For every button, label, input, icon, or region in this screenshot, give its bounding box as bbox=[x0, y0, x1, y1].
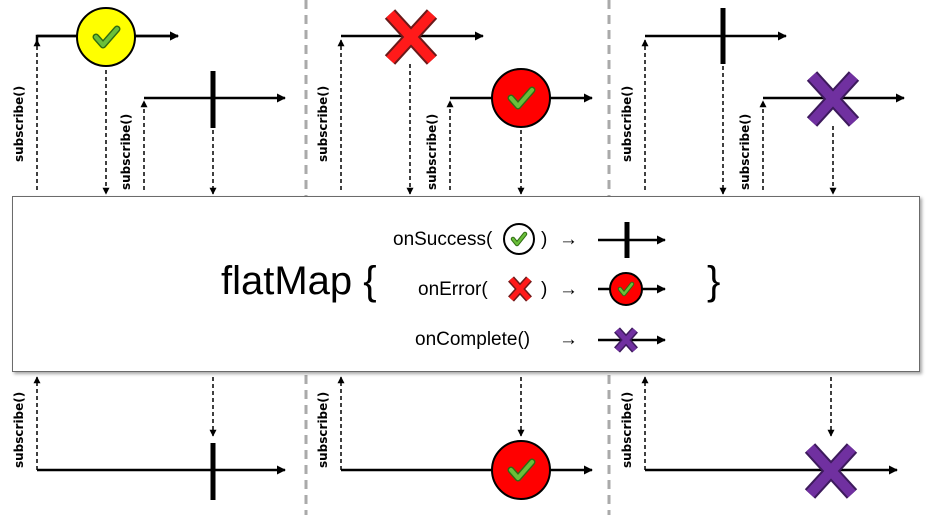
subscribe-label: subscribe() bbox=[12, 392, 26, 468]
subscribe-label: subscribe() bbox=[425, 114, 439, 190]
on-error-label: onError( bbox=[418, 279, 488, 300]
on-success-label: onSuccess( bbox=[393, 229, 493, 250]
red-x-icon bbox=[384, 9, 438, 65]
subscribe-label: subscribe() bbox=[620, 392, 634, 468]
flatmap-operator-box: flatMap { } onSuccess( ) → onError( ) → … bbox=[12, 196, 920, 372]
arrow-symbol: → bbox=[559, 279, 578, 300]
operator-title: flatMap { bbox=[221, 259, 377, 303]
subscribe-label: subscribe() bbox=[12, 86, 26, 162]
subscribe-label: subscribe() bbox=[119, 114, 133, 190]
operator-icons bbox=[503, 222, 666, 353]
operator-close-brace: } bbox=[707, 259, 721, 303]
subscribe-label: subscribe() bbox=[620, 86, 634, 162]
section-error: subscribe() subscribe() subscribe() bbox=[316, 9, 593, 500]
subscribe-label: subscribe() bbox=[738, 114, 752, 190]
purple-x-icon bbox=[614, 327, 638, 353]
red-x-icon bbox=[508, 276, 532, 302]
on-success-close: ) bbox=[541, 229, 548, 250]
on-complete-label: onComplete() bbox=[415, 329, 531, 350]
arrow-symbol: → bbox=[559, 329, 578, 350]
purple-x-icon bbox=[804, 443, 858, 499]
purple-x-icon bbox=[806, 71, 860, 127]
subscribe-label: subscribe() bbox=[316, 392, 330, 468]
on-error-close: ) bbox=[541, 279, 548, 300]
subscribe-label: subscribe() bbox=[316, 86, 330, 162]
arrow-symbol: → bbox=[559, 229, 578, 250]
section-complete: subscribe() subscribe() subscribe() bbox=[620, 8, 905, 499]
